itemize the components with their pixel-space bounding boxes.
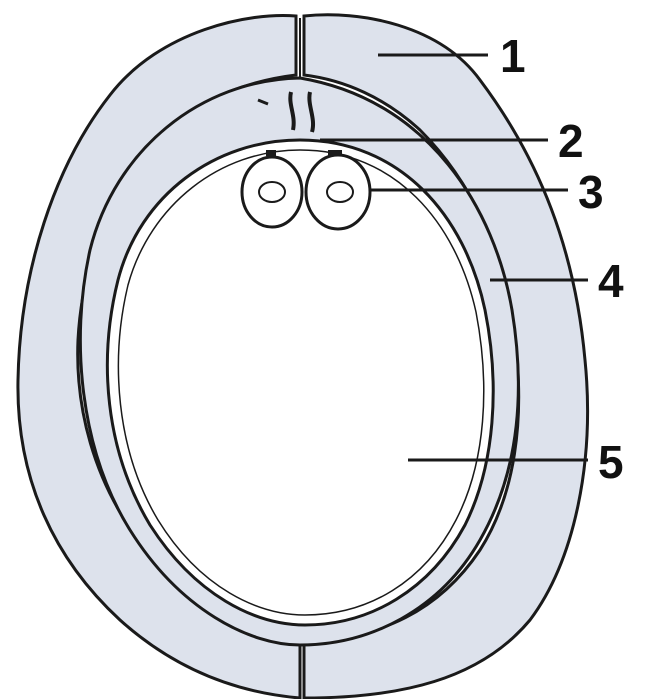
cell-right-cap [328,150,342,156]
cell-left-nucleus [259,182,285,202]
label-3: 3 [578,166,604,218]
cell-right-nucleus [327,182,353,202]
label-2: 2 [558,115,584,167]
label-1: 1 [500,30,526,82]
label-4: 4 [598,255,624,307]
label-5: 5 [598,436,624,488]
cell-left-cap [266,150,276,156]
